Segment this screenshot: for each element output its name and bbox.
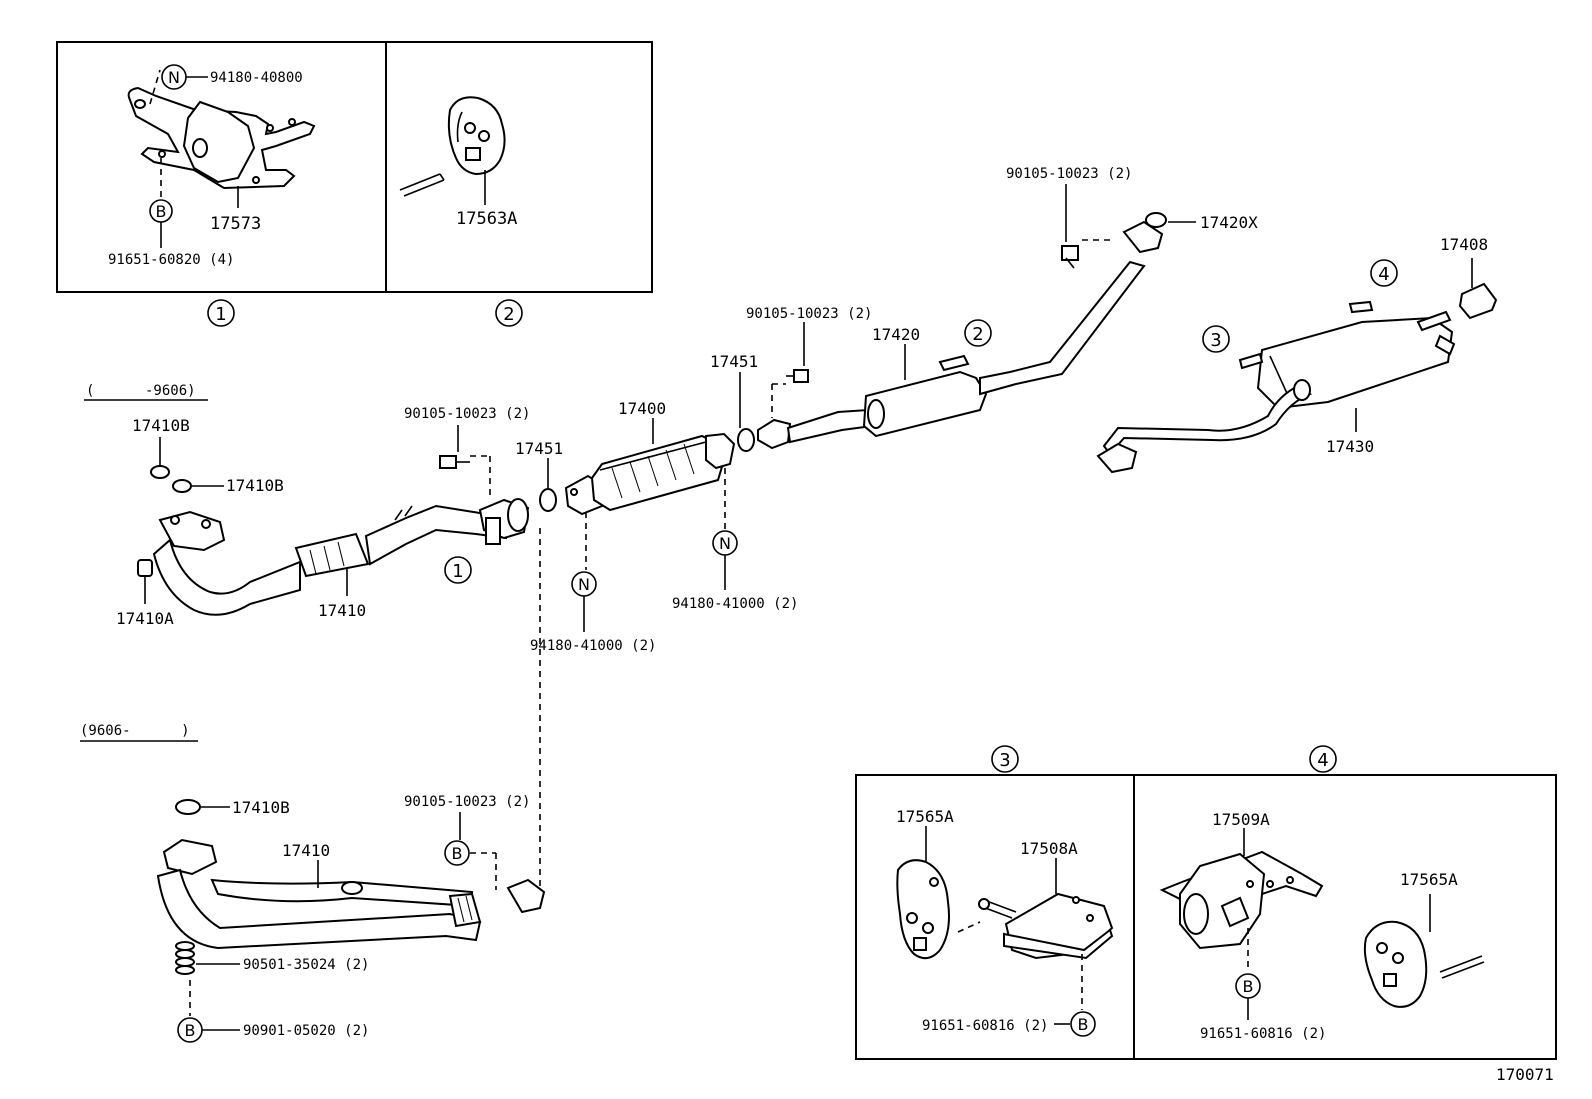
ref-3-on-pipe-circle bbox=[1202, 325, 1230, 353]
leader-n-dash bbox=[149, 69, 161, 105]
part-17410b-right-label: 17410B bbox=[226, 476, 284, 495]
muffler-17430 bbox=[1096, 300, 1456, 474]
bolt-front-pipe bbox=[439, 455, 457, 469]
part-17410-late-label: 17410 bbox=[282, 841, 330, 860]
ref-3-on-pipe-label: 3 bbox=[1210, 330, 1221, 351]
bracket-17508a-p3 bbox=[957, 892, 1114, 960]
inset-top: N 94180-40800 B 91651-60820 (4) 17573 17… bbox=[56, 41, 653, 293]
inset-bottom: 17565A 17508A B 91651-60816 (2) bbox=[855, 774, 1557, 1060]
p4-part-a-label: 17509A bbox=[1212, 810, 1270, 829]
p4-bolt-label: 91651-60816 (2) bbox=[1200, 1026, 1326, 1042]
callout-b-spring-label: B bbox=[185, 1021, 196, 1040]
callout-n-label: N bbox=[168, 68, 180, 87]
part-17410b-top-label: 17410B bbox=[132, 416, 190, 435]
figure-code-label: 170071 bbox=[1496, 1065, 1554, 1084]
gasket-17410b-b bbox=[172, 479, 192, 493]
bolt-91651-60820-label: 91651-60820 (4) bbox=[108, 252, 234, 268]
ref-2-label: 2 bbox=[503, 304, 514, 325]
range-early-label: ( -9606) bbox=[86, 383, 196, 399]
p4-part-b-label: 17565A bbox=[1400, 870, 1458, 889]
p3-callout-b-circle bbox=[1070, 1011, 1096, 1037]
center-pipe-17420 bbox=[757, 260, 1146, 450]
ref-1-label: 1 bbox=[215, 304, 226, 325]
ref-2-circle bbox=[495, 299, 523, 327]
part-17400-label: 17400 bbox=[618, 399, 666, 418]
gasket-17451-left bbox=[539, 488, 557, 512]
nut-94180-40800-label: 94180-40800 bbox=[210, 70, 303, 86]
part-17420x-label: 17420X bbox=[1200, 213, 1258, 232]
part-17573-label: 17573 bbox=[210, 214, 261, 234]
callout-n-right-label: N bbox=[719, 534, 731, 553]
part-17563a-label: 17563A bbox=[456, 209, 517, 229]
callout-b-late-label: B bbox=[452, 844, 463, 863]
gasket-17451-right bbox=[737, 428, 755, 452]
hanger-bracket-17509a-p4 bbox=[1159, 850, 1324, 950]
ref-3-label: 3 bbox=[999, 750, 1010, 771]
ref-1-on-pipe-circle bbox=[444, 556, 472, 584]
gasket-17410b-late bbox=[175, 799, 201, 815]
bolt-top-label: 90105-10023 (2) bbox=[1006, 166, 1132, 182]
part-17451-right-label: 17451 bbox=[710, 352, 758, 371]
callout-n-left-label: N bbox=[578, 575, 590, 594]
p3-part-b-label: 17508A bbox=[1020, 839, 1078, 858]
bolt-spring-label: 90901-05020 (2) bbox=[243, 1023, 369, 1039]
front-pipe-17410-late bbox=[156, 838, 546, 950]
nut-17410a bbox=[137, 559, 153, 577]
part-17410-early-label: 17410 bbox=[318, 601, 366, 620]
nut-left-label: 94180-41000 (2) bbox=[530, 638, 656, 654]
front-pipe-17410-early bbox=[152, 498, 530, 616]
callout-b-label: B bbox=[156, 202, 167, 221]
p3-callout-b-label: B bbox=[1078, 1015, 1089, 1034]
tail-tip-17408 bbox=[1458, 282, 1498, 320]
range-late-label: (9606- ) bbox=[80, 723, 190, 739]
ref-2-on-pipe-label: 2 bbox=[972, 324, 983, 345]
ref-4-on-pipe-label: 4 bbox=[1378, 264, 1389, 285]
bolt-mid bbox=[793, 369, 809, 383]
ref-1-circle bbox=[207, 299, 235, 327]
part-17451-left-label: 17451 bbox=[515, 439, 563, 458]
flange-top bbox=[1122, 220, 1164, 254]
ref-4-label: 4 bbox=[1317, 750, 1328, 771]
ref-4-circle bbox=[1309, 745, 1337, 773]
rubber-hanger-17563a-drawing bbox=[399, 96, 506, 197]
part-17410a-label: 17410A bbox=[116, 609, 174, 628]
rubber-hanger-17565a-p4 bbox=[1363, 920, 1485, 1008]
hanger-bracket-17573-drawing bbox=[127, 86, 316, 190]
rubber-hanger-17565a-p3 bbox=[896, 859, 950, 960]
gasket-17420x bbox=[1145, 212, 1167, 228]
part-17408-label: 17408 bbox=[1440, 235, 1488, 254]
ref-3-circle bbox=[991, 745, 1019, 773]
ref-2-on-pipe-circle bbox=[964, 319, 992, 347]
spring-90501 bbox=[175, 941, 195, 975]
gasket-17410b-a bbox=[150, 465, 170, 479]
ref-4-on-pipe-circle bbox=[1370, 259, 1398, 287]
bolt-mid-label: 90105-10023 (2) bbox=[746, 306, 872, 322]
ref-1-on-pipe-label: 1 bbox=[452, 561, 463, 582]
bolt-front-pipe-label: 90105-10023 (2) bbox=[404, 406, 530, 422]
p3-bolt-label: 91651-60816 (2) bbox=[922, 1018, 1048, 1034]
catalytic-converter-17400 bbox=[564, 432, 736, 516]
p3-part-a-label: 17565A bbox=[896, 807, 954, 826]
part-17430-label: 17430 bbox=[1326, 437, 1374, 456]
p4-callout-b-label: B bbox=[1243, 977, 1254, 996]
bolt-late-label: 90105-10023 (2) bbox=[404, 794, 530, 810]
spring-label: 90501-35024 (2) bbox=[243, 957, 369, 973]
callout-b-late-circle bbox=[444, 840, 470, 866]
nut-right-label: 94180-41000 (2) bbox=[672, 596, 798, 612]
bolt-top bbox=[1061, 245, 1079, 261]
part-17420-label: 17420 bbox=[872, 325, 920, 344]
part-17410b-late-label: 17410B bbox=[232, 798, 290, 817]
